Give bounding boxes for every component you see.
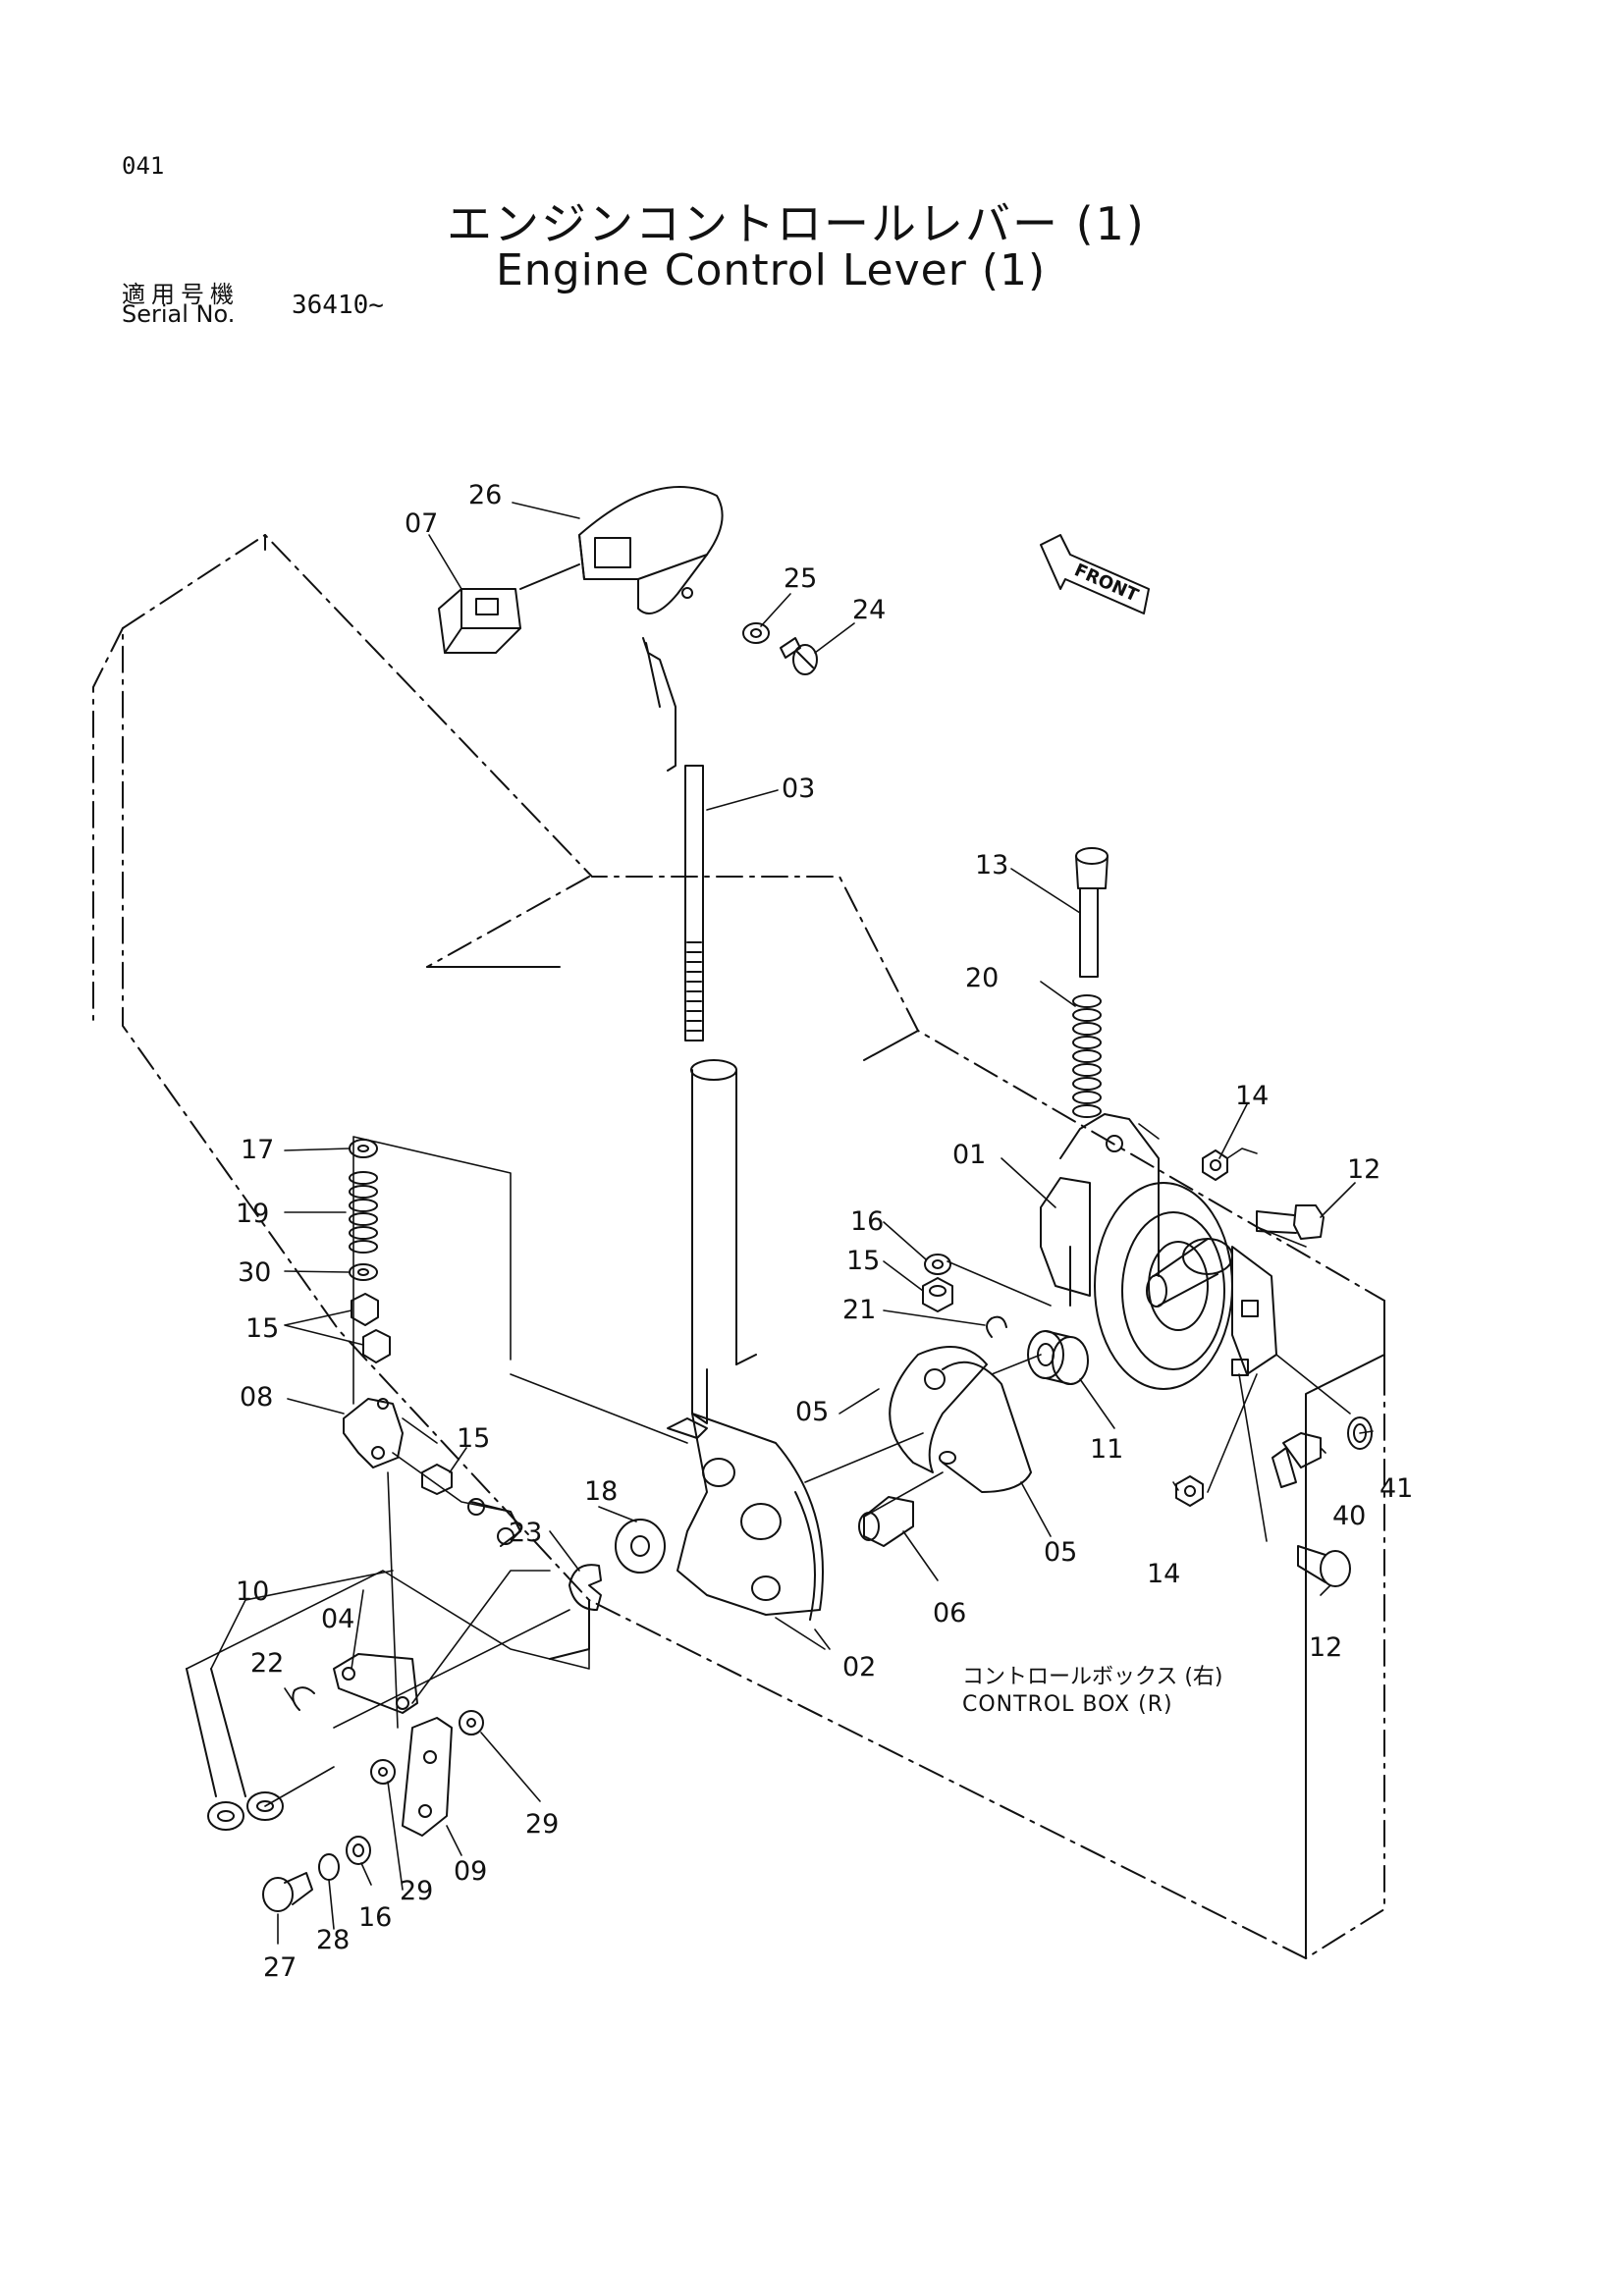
callout-09: 09 xyxy=(454,1856,487,1887)
knob xyxy=(578,486,724,614)
callout-18: 18 xyxy=(584,1476,618,1507)
bushing-11 xyxy=(1027,1330,1089,1385)
clip-21 xyxy=(986,1315,1007,1338)
bracket-01 xyxy=(1040,1113,1277,1390)
friction-pad-05 xyxy=(889,1346,1032,1493)
bolt-12-lower xyxy=(1297,1545,1351,1587)
callout-02: 02 xyxy=(842,1652,876,1682)
callout-04: 04 xyxy=(321,1604,354,1634)
callout-30: 30 xyxy=(238,1257,271,1288)
spring-20 xyxy=(1072,994,1102,1118)
nut-15-lower xyxy=(362,1329,391,1363)
control-box-label-japanese: コントロールボックス (右) xyxy=(962,1665,1223,1689)
washer-29-lower xyxy=(370,1759,396,1785)
front-label: FRONT xyxy=(1071,560,1142,606)
callout-21: 21 xyxy=(842,1295,876,1325)
callout-15-left-pair: 15 xyxy=(245,1313,279,1344)
nut-14-lower xyxy=(1175,1475,1204,1507)
nut-15-left xyxy=(421,1464,453,1495)
callout-28: 28 xyxy=(316,1925,350,1955)
control-box-label-english: CONTROL BOX (R) xyxy=(962,1692,1173,1717)
washer-29-upper xyxy=(459,1710,484,1735)
clip-22 xyxy=(292,1686,315,1711)
bolt-13 xyxy=(1075,847,1109,978)
washer-30 xyxy=(349,1263,378,1281)
callout-16-left: 16 xyxy=(358,1902,392,1933)
link-09 xyxy=(402,1717,453,1837)
callout-17: 17 xyxy=(241,1135,274,1165)
sector-plate-02 xyxy=(667,1413,824,1621)
washer-16-left xyxy=(346,1836,371,1865)
callout-27: 27 xyxy=(263,1952,297,1983)
leader-lines xyxy=(210,502,1374,1945)
washer-16-right xyxy=(924,1254,951,1275)
callout-15-lower: 15 xyxy=(457,1423,490,1454)
e-ring-23 xyxy=(568,1564,602,1611)
callout-05-lower: 05 xyxy=(1044,1537,1077,1568)
clevis-08 xyxy=(343,1398,404,1468)
assembly-lines xyxy=(186,1123,1351,1807)
screw-24 xyxy=(780,637,818,675)
page-number: 041 xyxy=(122,152,165,180)
serial-number-value: 36410~ xyxy=(292,291,384,320)
cap xyxy=(438,563,580,654)
washer-41 xyxy=(1347,1416,1373,1450)
callout-05-upper: 05 xyxy=(795,1397,829,1427)
callout-12-upper: 12 xyxy=(1347,1154,1380,1185)
title-english: Engine Control Lever (1) xyxy=(496,245,1047,295)
callout-03: 03 xyxy=(782,774,815,804)
washer-25 xyxy=(742,622,770,644)
callout-08: 08 xyxy=(240,1382,273,1413)
callout-15-right: 15 xyxy=(846,1246,880,1276)
callout-07: 07 xyxy=(405,508,438,539)
callout-10: 10 xyxy=(236,1576,269,1607)
washer-28 xyxy=(318,1853,340,1881)
spring-19 xyxy=(349,1171,378,1254)
callout-12-lower: 12 xyxy=(1309,1632,1342,1663)
bolt-12-upper xyxy=(1256,1204,1325,1240)
callout-11: 11 xyxy=(1090,1434,1123,1465)
callout-29-left: 29 xyxy=(400,1876,433,1906)
serial-label-english: Serial No. xyxy=(122,300,236,328)
title-japanese: エンジンコントロールレバー (1) xyxy=(447,197,1146,250)
callout-24: 24 xyxy=(852,595,886,625)
nut-15-right xyxy=(922,1277,953,1312)
link-04 xyxy=(333,1653,418,1714)
callout-41: 41 xyxy=(1380,1473,1413,1504)
bolt-40 xyxy=(1271,1432,1322,1488)
lever-rod xyxy=(642,637,757,1424)
nut-14-upper xyxy=(1202,1149,1228,1181)
pin-06 xyxy=(858,1496,914,1547)
front-arrow-icon xyxy=(1040,534,1150,614)
callout-14-lower: 14 xyxy=(1147,1559,1180,1589)
callout-06: 06 xyxy=(933,1598,966,1629)
callout-19: 19 xyxy=(236,1199,269,1229)
nut-15-upper xyxy=(351,1293,379,1326)
callout-labels: 26 07 25 24 03 13 20 14 12 01 16 15 21 1… xyxy=(236,480,1413,1983)
console-outline xyxy=(92,534,1385,1959)
callout-20: 20 xyxy=(965,963,999,993)
callout-40: 40 xyxy=(1332,1501,1366,1531)
callout-14-upper: 14 xyxy=(1235,1081,1269,1111)
callout-13: 13 xyxy=(975,850,1008,881)
callout-25: 25 xyxy=(784,563,817,594)
serial-label-japanese: 適用号機 xyxy=(122,281,240,308)
bolt-27 xyxy=(262,1872,313,1912)
callout-01: 01 xyxy=(952,1140,986,1170)
washer-18 xyxy=(615,1519,666,1574)
callout-29-right: 29 xyxy=(525,1809,559,1840)
callout-23: 23 xyxy=(509,1518,542,1548)
link-10 xyxy=(186,1498,521,1831)
callout-22: 22 xyxy=(250,1648,284,1679)
callout-26: 26 xyxy=(468,480,502,510)
callout-16-right: 16 xyxy=(850,1206,884,1237)
